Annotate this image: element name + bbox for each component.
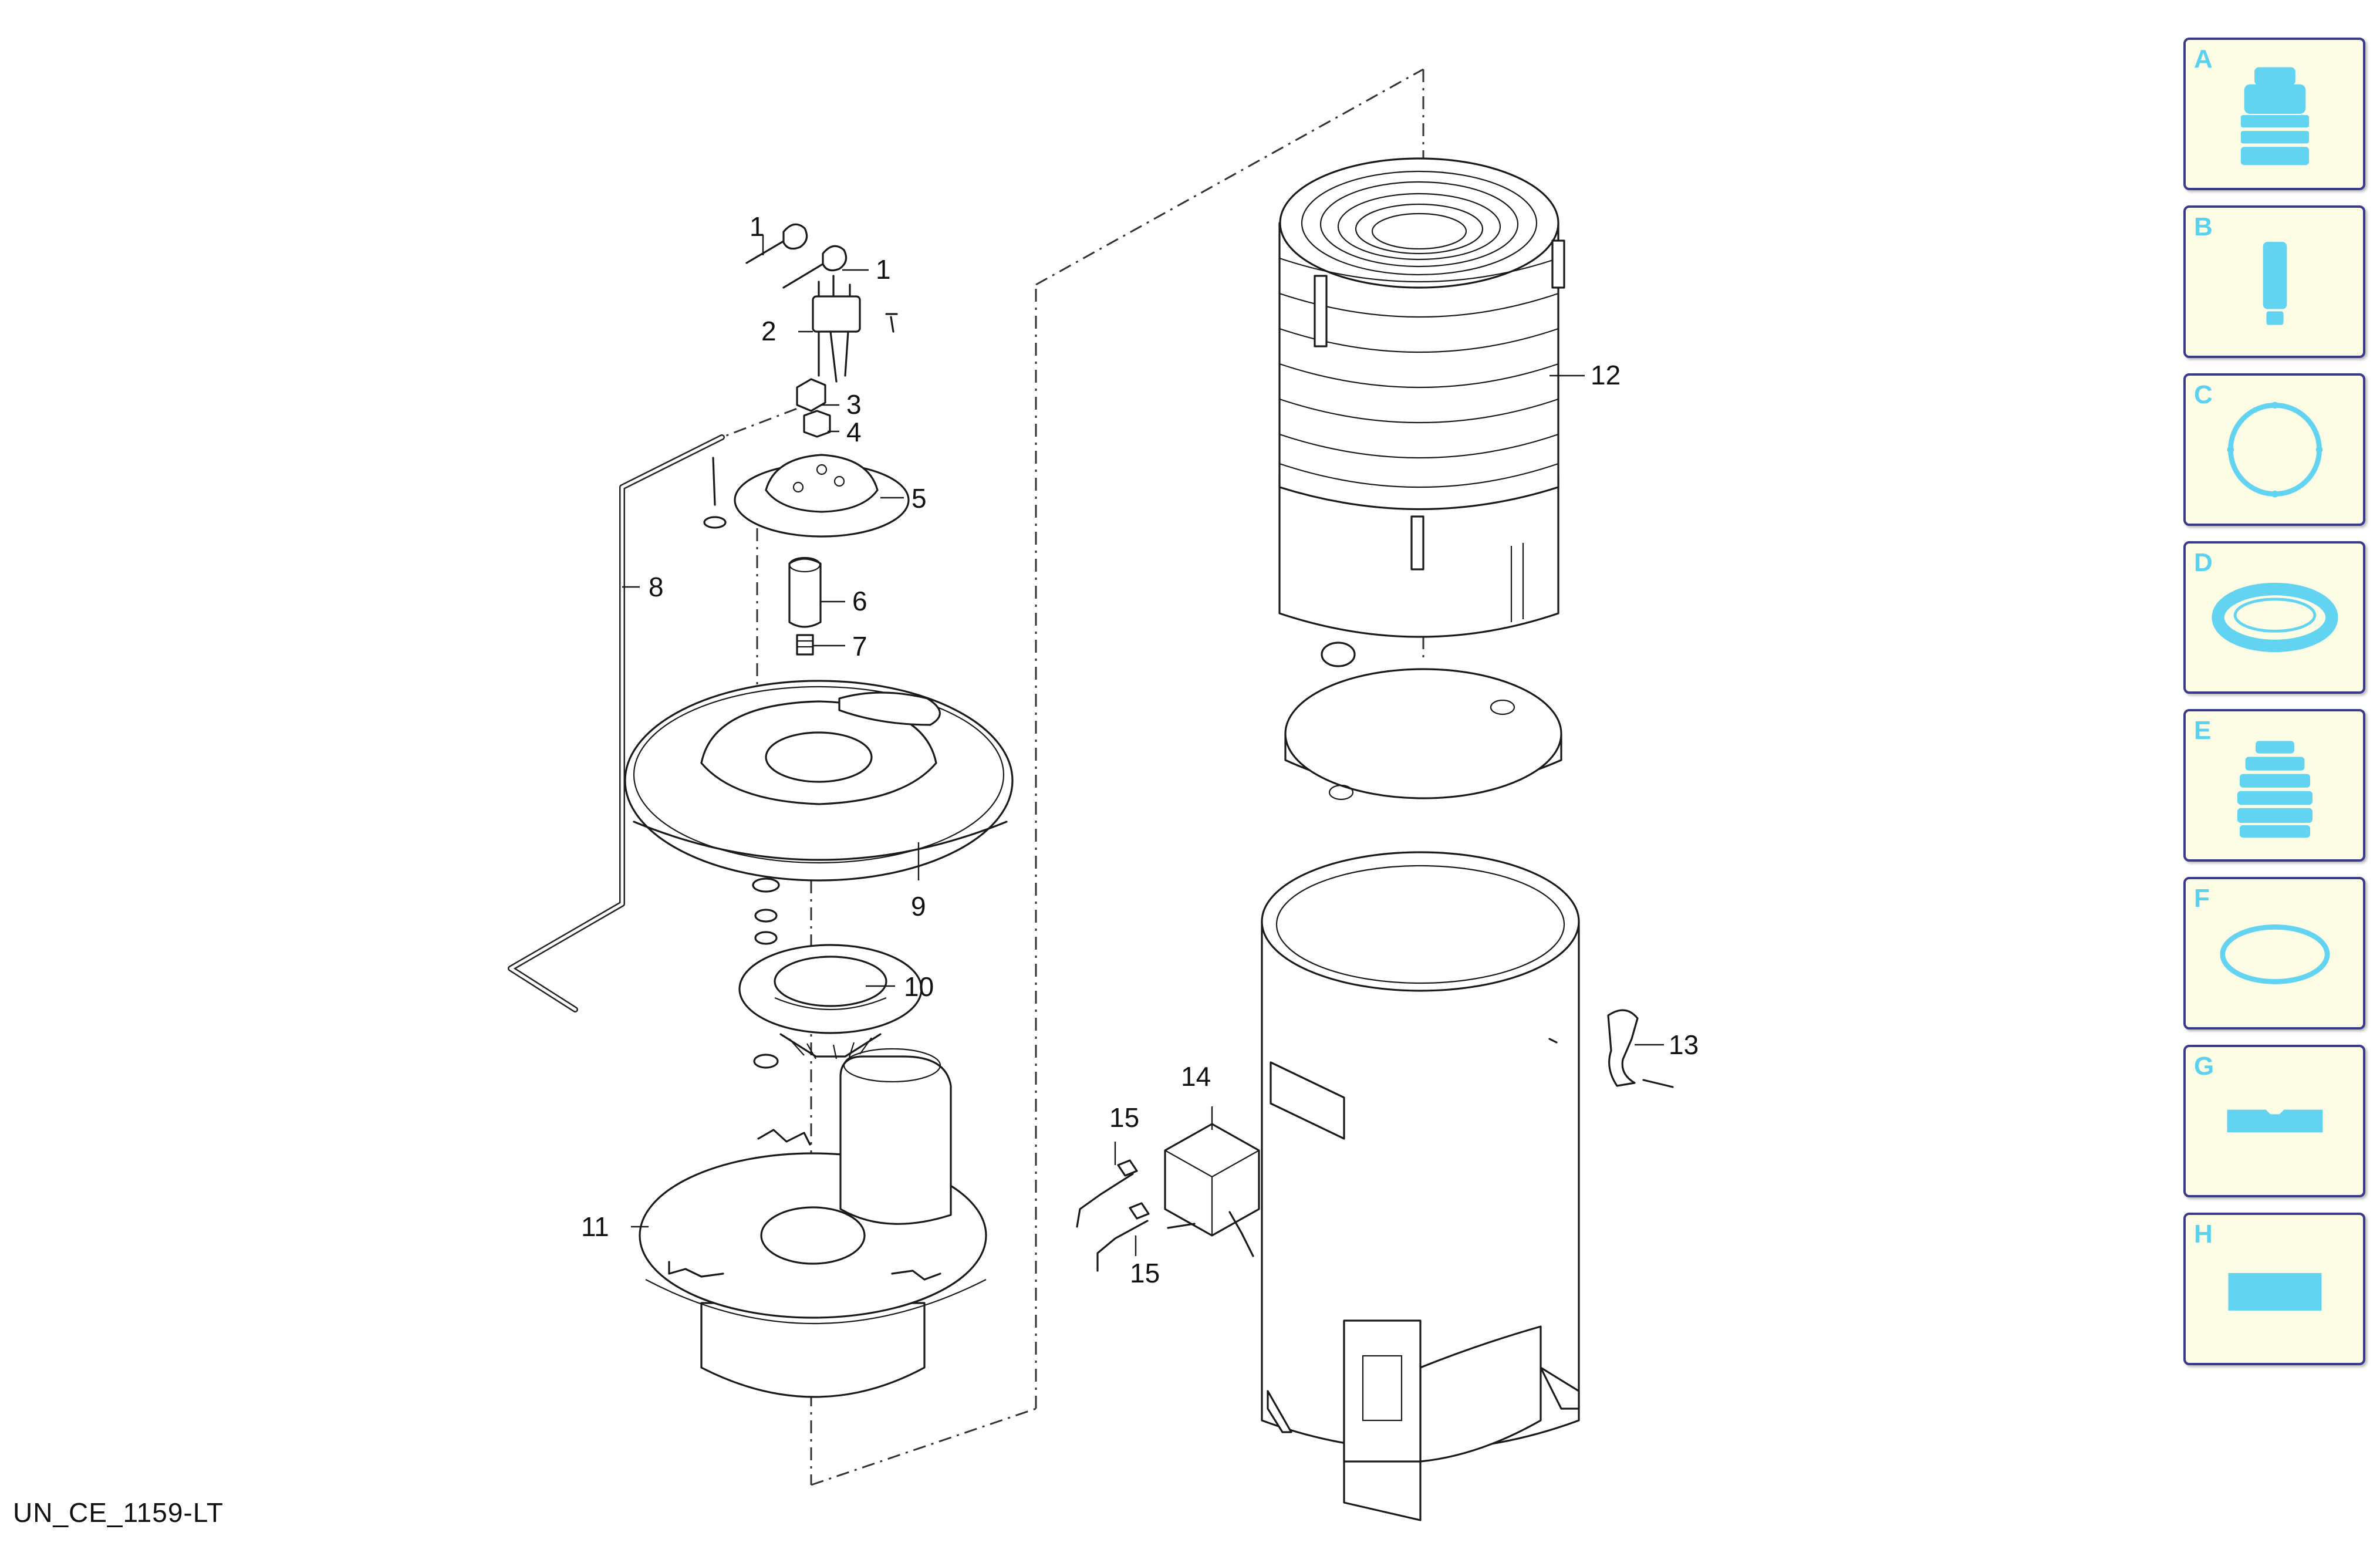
callout-8: 8 [649,572,664,602]
thumb-group-b[interactable]: B [2183,205,2365,358]
callout-7: 7 [852,631,867,661]
thumb-group-h[interactable]: H [2183,1213,2365,1365]
callout-2: 2 [761,316,777,346]
thumb-group-d[interactable]: D [2183,541,2365,694]
part-11-burner-housing [639,1048,987,1398]
part-9-reflector-disc [624,680,1014,882]
part-1-electrode-cables [745,223,848,289]
thumb-group-g[interactable]: G [2183,1045,2365,1197]
electrode-tube-icon [2263,242,2287,325]
o-ring-icon [2220,924,2330,984]
thumb-letter-g: G [2194,1052,2214,1081]
callout-labels: 1 1 2 3 4 5 6 7 8 9 10 11 12 13 14 15 15 [581,211,1699,1288]
callout-12: 12 [1591,360,1621,390]
part-14-ignition-transformer [1164,1123,1260,1257]
thumb-letter-f: F [2194,884,2210,913]
thumb-group-a[interactable]: A [2183,38,2365,190]
part-6-sleeve [788,556,822,628]
coil-stack-icon [2237,741,2313,838]
flat-seal-icon [2212,582,2338,653]
callout-3: 3 [846,389,862,420]
parts-group-nav: A B C D E [2183,38,2369,1365]
diagram-canvas: 1 1 2 3 4 5 6 7 8 9 10 11 12 13 14 15 15 [508,68,1699,1521]
callout-4: 4 [846,417,862,447]
thumb-letter-d: D [2194,548,2213,577]
part-5-burner-plate [703,454,910,538]
part-8-bent-tube [508,434,725,1012]
callout-9: 9 [911,891,926,921]
notched-plate-icon [2227,1109,2323,1133]
part-3-nipple [796,378,826,412]
exploded-parts-diagram: 1 1 2 3 4 5 6 7 8 9 10 11 12 13 14 15 15 [508,68,1699,1521]
rect-pad-icon [2228,1272,2322,1311]
thumb-group-f[interactable]: F [2183,877,2365,1029]
callout-5: 5 [912,483,927,514]
part-2-electrode-block [812,275,898,383]
leader-lines [622,235,1664,1256]
part-15-ignition-cables [1076,1159,1196,1272]
ring-gasket-icon [2227,401,2323,498]
cover-disc [1284,668,1562,801]
callout-13: 13 [1669,1029,1699,1060]
thumb-group-c[interactable]: C [2183,373,2365,526]
part-4-nut [803,410,831,438]
part-12-heat-exchanger-coil [1278,157,1565,667]
thumb-letter-c: C [2194,380,2213,409]
washer-stack [752,877,780,1069]
part-7-nozzle [796,634,814,656]
callout-15b: 15 [1130,1258,1160,1288]
part-13-clip-bracket [1548,1009,1674,1088]
callout-1a: 1 [750,211,765,242]
thumb-letter-h: H [2194,1220,2213,1248]
thumb-letter-a: A [2194,45,2213,73]
outer-cylinder-tank [1261,851,1580,1521]
thumb-letter-e: E [2194,716,2212,745]
drawing-code-label: UN_CE_1159-LT [13,1497,224,1528]
part-10-flange-ring [738,944,923,1059]
callout-10: 10 [904,971,934,1002]
callout-15a: 15 [1109,1102,1139,1133]
callout-14: 14 [1181,1061,1211,1092]
callout-1b: 1 [876,254,891,285]
thumb-group-e[interactable]: E [2183,709,2365,862]
callout-6: 6 [852,586,867,616]
burner-assembly-icon [2240,67,2310,166]
callout-11: 11 [581,1211,609,1242]
thumb-letter-b: B [2194,212,2213,241]
